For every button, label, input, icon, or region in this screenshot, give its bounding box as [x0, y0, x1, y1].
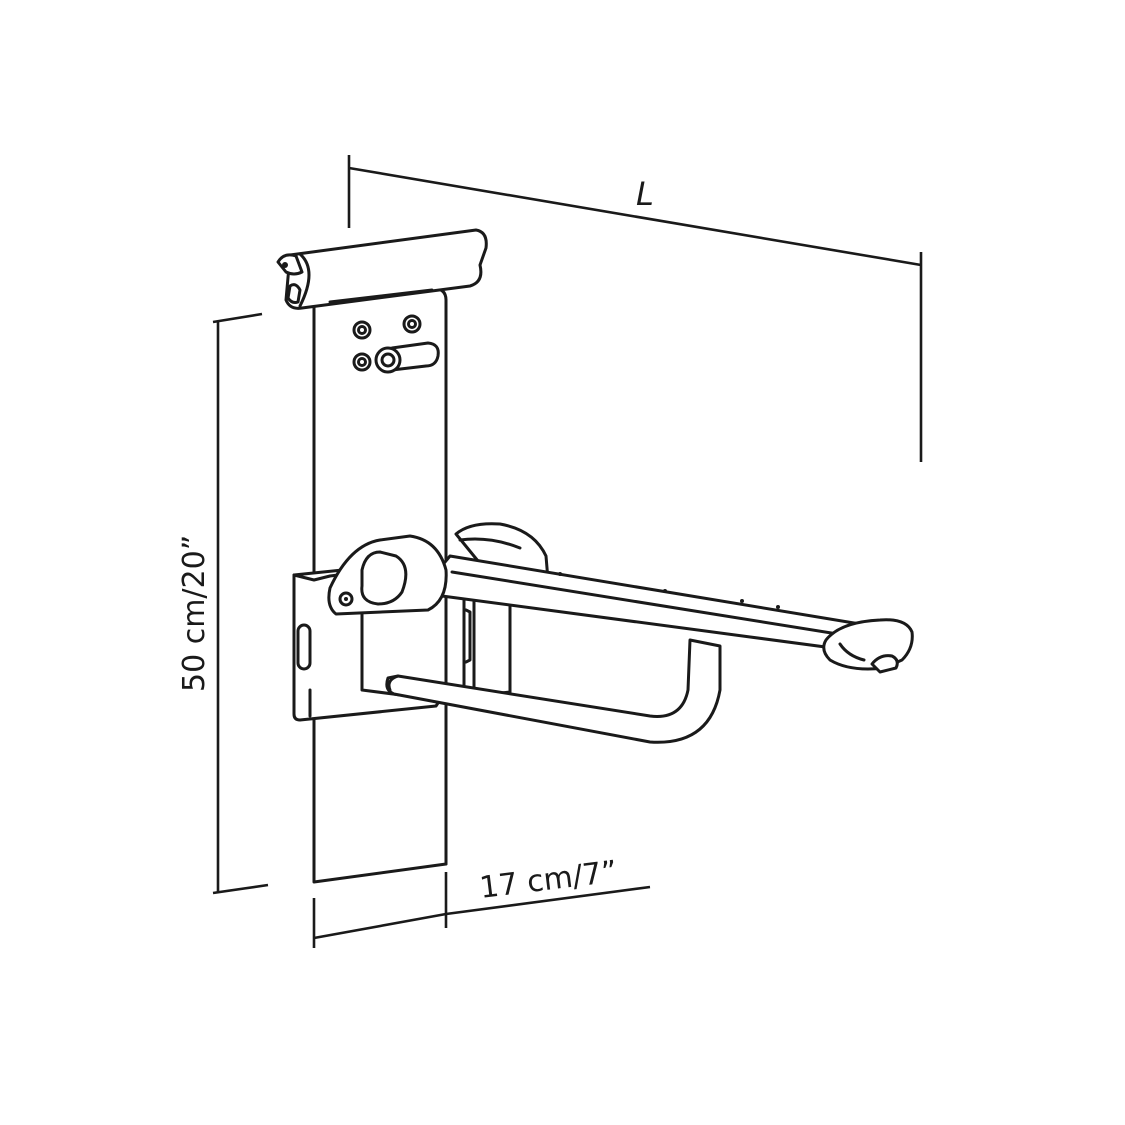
fold-support-rib [464, 608, 472, 664]
length-dimension: L [347, 155, 923, 462]
top-cap-lower-clip [286, 283, 302, 304]
end-cap [822, 618, 914, 674]
top-cap-lower-edge [328, 288, 434, 304]
screw-hole-bottom-left-inner [357, 357, 367, 367]
depth-dimension-line [313, 912, 447, 940]
front-knuckle-insert [360, 550, 408, 606]
locking-knob-inner [380, 352, 396, 368]
screw-hole-top-left-inner [357, 325, 367, 335]
front-knuckle [327, 534, 448, 616]
length-dimension-line [348, 166, 922, 267]
top-cap [276, 228, 488, 310]
screw-hole-bottom-left [352, 352, 372, 372]
upper-bar-rivet-4 [776, 605, 780, 609]
rear-pivot-ridge [458, 537, 522, 550]
depth-label: 17 cm/7” [478, 854, 619, 906]
height-extension-top [212, 312, 263, 324]
depth-leader-line [445, 885, 651, 916]
top-cap-slot-mark [282, 262, 288, 268]
upper-bar-rivet-2 [663, 589, 667, 593]
height-dimension: 50 cm/20” [177, 312, 269, 895]
end-cap-contour [838, 642, 866, 662]
screw-hole-top-left [352, 320, 372, 340]
top-cap-end-profile [276, 253, 304, 276]
hinge-release-slot [296, 623, 312, 671]
height-label: 50 cm/20” [177, 535, 212, 692]
end-cap-slot [870, 654, 899, 674]
screw-hole-top-right [402, 314, 422, 334]
locking-lever [390, 341, 440, 372]
top-cap-profile [298, 252, 311, 308]
upper-bar-rivet-1 [558, 572, 562, 576]
lower-loop-end-cap [387, 674, 400, 692]
upper-bar-rivet-3 [740, 599, 744, 603]
front-knuckle-screw-center [344, 597, 348, 601]
upper-bar-highlight [450, 570, 852, 638]
length-label: L [636, 175, 654, 213]
screw-hole-top-right-inner [407, 319, 417, 329]
fold-support [462, 590, 512, 698]
lower-loop-bar [385, 638, 722, 744]
top-cap-body [284, 228, 488, 310]
mounting-hardware [352, 314, 440, 374]
height-extension-bottom [212, 883, 269, 895]
locking-knob [374, 346, 402, 374]
